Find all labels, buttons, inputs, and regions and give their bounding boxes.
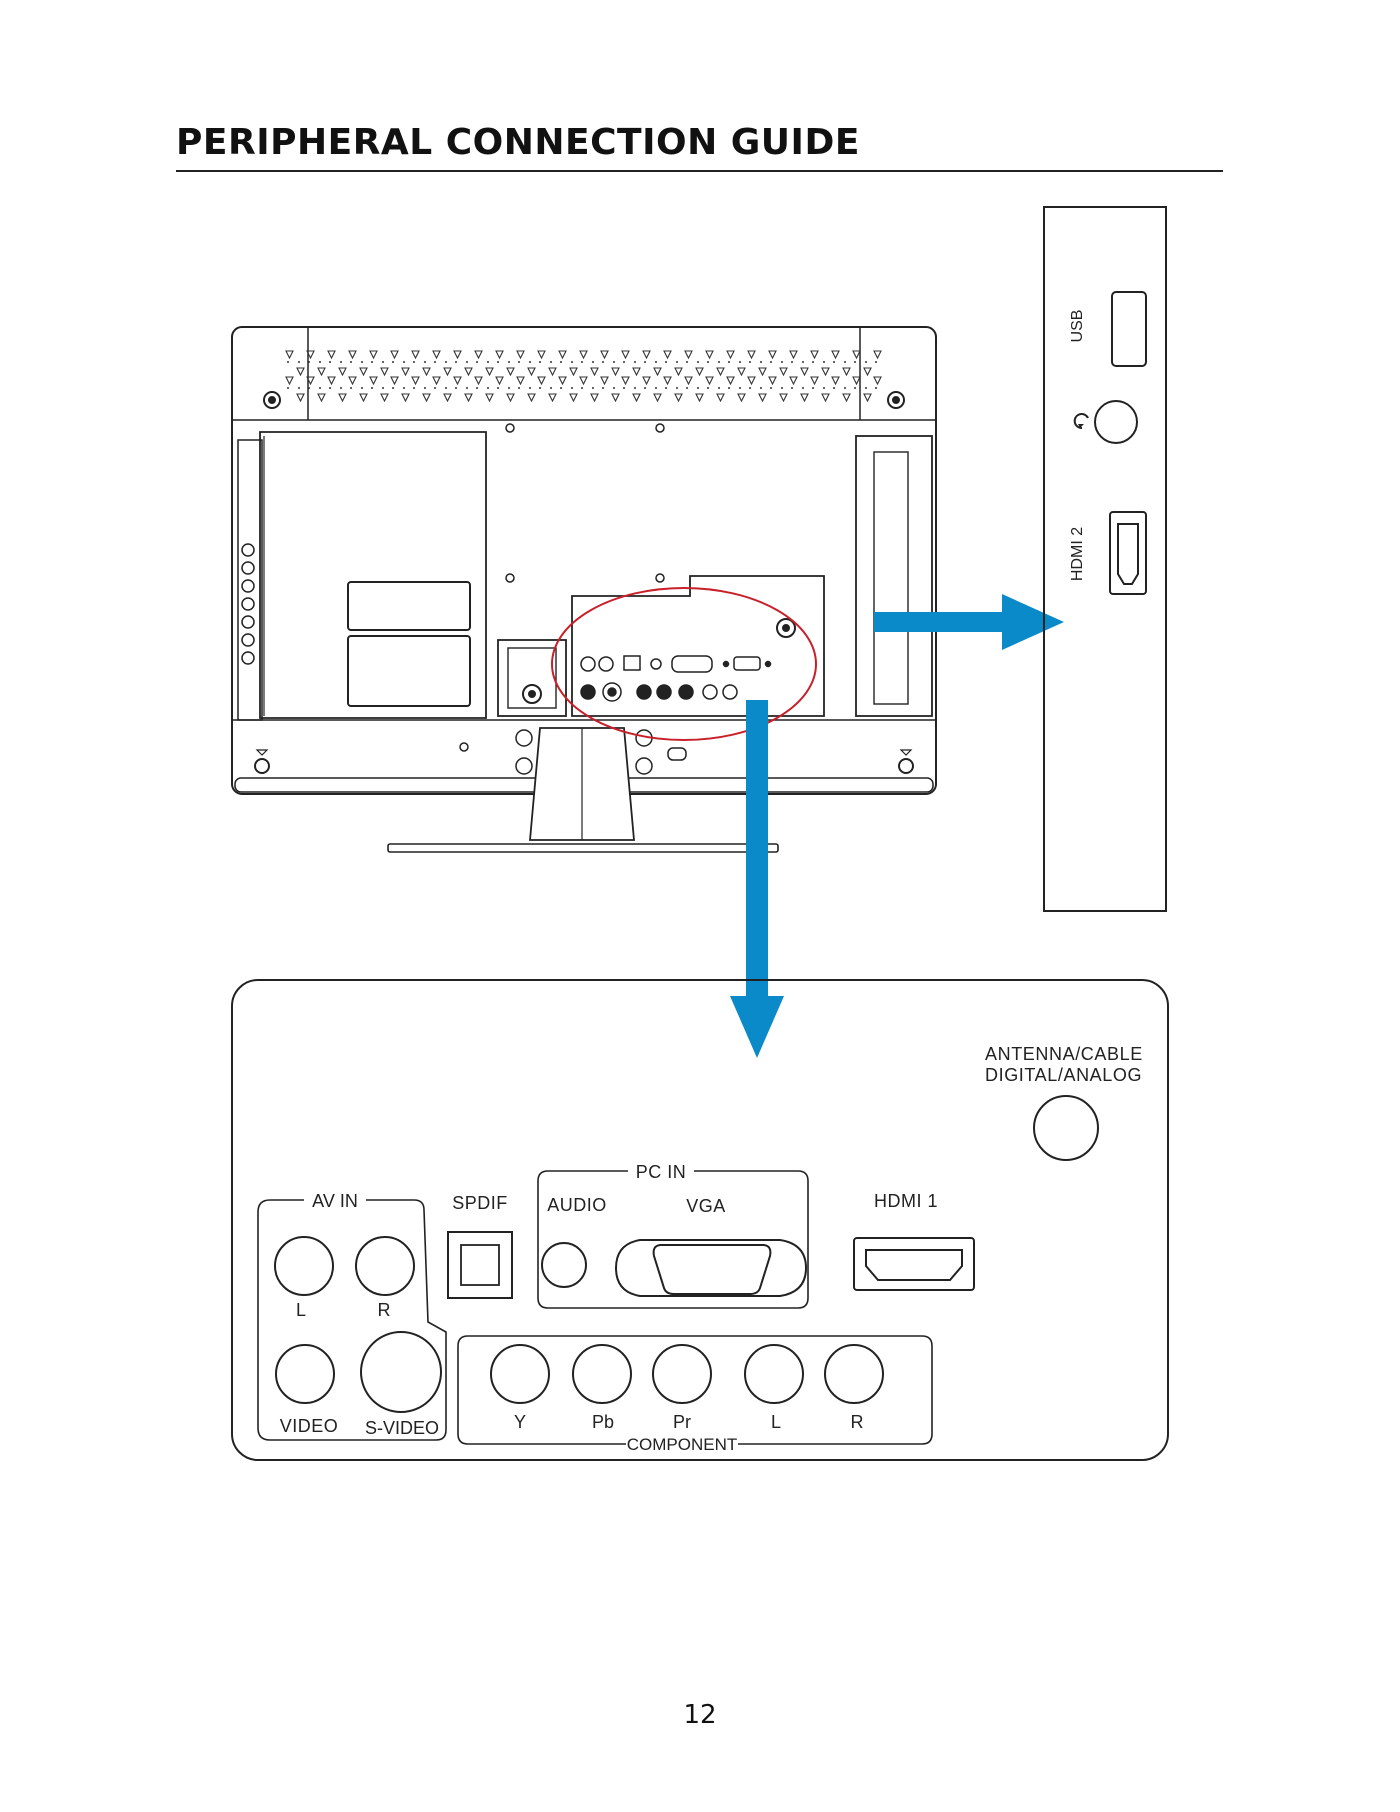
av-in-l-port xyxy=(274,1236,334,1296)
av-in-l-label: L xyxy=(296,1300,306,1320)
component-r-label: R xyxy=(851,1412,864,1432)
component-r-port xyxy=(824,1344,884,1404)
connector-panel: ANTENNA/CABLE DIGITAL/ANALOG AV IN L R V… xyxy=(231,979,1169,1461)
component-pb-label: Pb xyxy=(592,1412,614,1432)
usb-port xyxy=(1111,291,1147,367)
svideo-port xyxy=(360,1331,442,1413)
component-pr-label: Pr xyxy=(673,1412,691,1432)
headphone-icon xyxy=(1073,413,1089,430)
component-frame xyxy=(457,1335,933,1445)
svideo-label: S-VIDEO xyxy=(365,1418,439,1438)
vga-port xyxy=(614,1239,808,1297)
av-in-label: AV IN xyxy=(312,1191,358,1211)
component-l-port xyxy=(744,1344,804,1404)
av-in-r-port xyxy=(355,1236,415,1296)
component-pr-port xyxy=(652,1344,712,1404)
spdif-label: SPDIF xyxy=(452,1193,508,1213)
video-port xyxy=(275,1344,335,1404)
highlight-ring xyxy=(551,587,817,741)
vent-grille xyxy=(284,350,882,402)
headphone-port xyxy=(1094,400,1138,444)
component-pb-port xyxy=(572,1344,632,1404)
hdmi2-label: HDMI 2 xyxy=(1069,527,1086,581)
vga-label: VGA xyxy=(686,1196,726,1216)
tv-rear-view xyxy=(231,326,937,853)
pc-in-label: PC IN xyxy=(636,1162,687,1182)
av-in-r-label: R xyxy=(378,1300,391,1320)
page-number: 12 xyxy=(683,1700,717,1730)
pc-audio-port xyxy=(541,1242,587,1288)
pc-audio-label: AUDIO xyxy=(547,1195,607,1215)
av-in-frame xyxy=(257,1199,447,1441)
arrow-to-main-panel xyxy=(730,700,784,1058)
component-label: COMPONENT xyxy=(627,1435,738,1454)
usb-label: USB xyxy=(1069,310,1086,343)
page-title: PERIPHERAL CONNECTION GUIDE xyxy=(176,122,860,163)
antenna-port xyxy=(1033,1095,1099,1161)
arrow-to-side-panel xyxy=(874,594,1064,650)
video-label: VIDEO xyxy=(280,1416,339,1436)
component-y-port xyxy=(490,1344,550,1404)
antenna-label-line2: DIGITAL/ANALOG xyxy=(985,1065,1142,1085)
antenna-label-line1: ANTENNA/CABLE xyxy=(985,1044,1143,1064)
hdmi1-port xyxy=(853,1237,975,1291)
side-panel: USB HDMI 2 xyxy=(1043,206,1167,912)
spdif-port xyxy=(447,1231,513,1299)
hdmi2-port xyxy=(1109,511,1147,595)
component-y-label: Y xyxy=(514,1412,526,1432)
component-l-label: L xyxy=(771,1412,781,1432)
hdmi1-label: HDMI 1 xyxy=(874,1191,938,1211)
title-rule xyxy=(176,170,1223,172)
pc-in-frame xyxy=(537,1170,809,1309)
